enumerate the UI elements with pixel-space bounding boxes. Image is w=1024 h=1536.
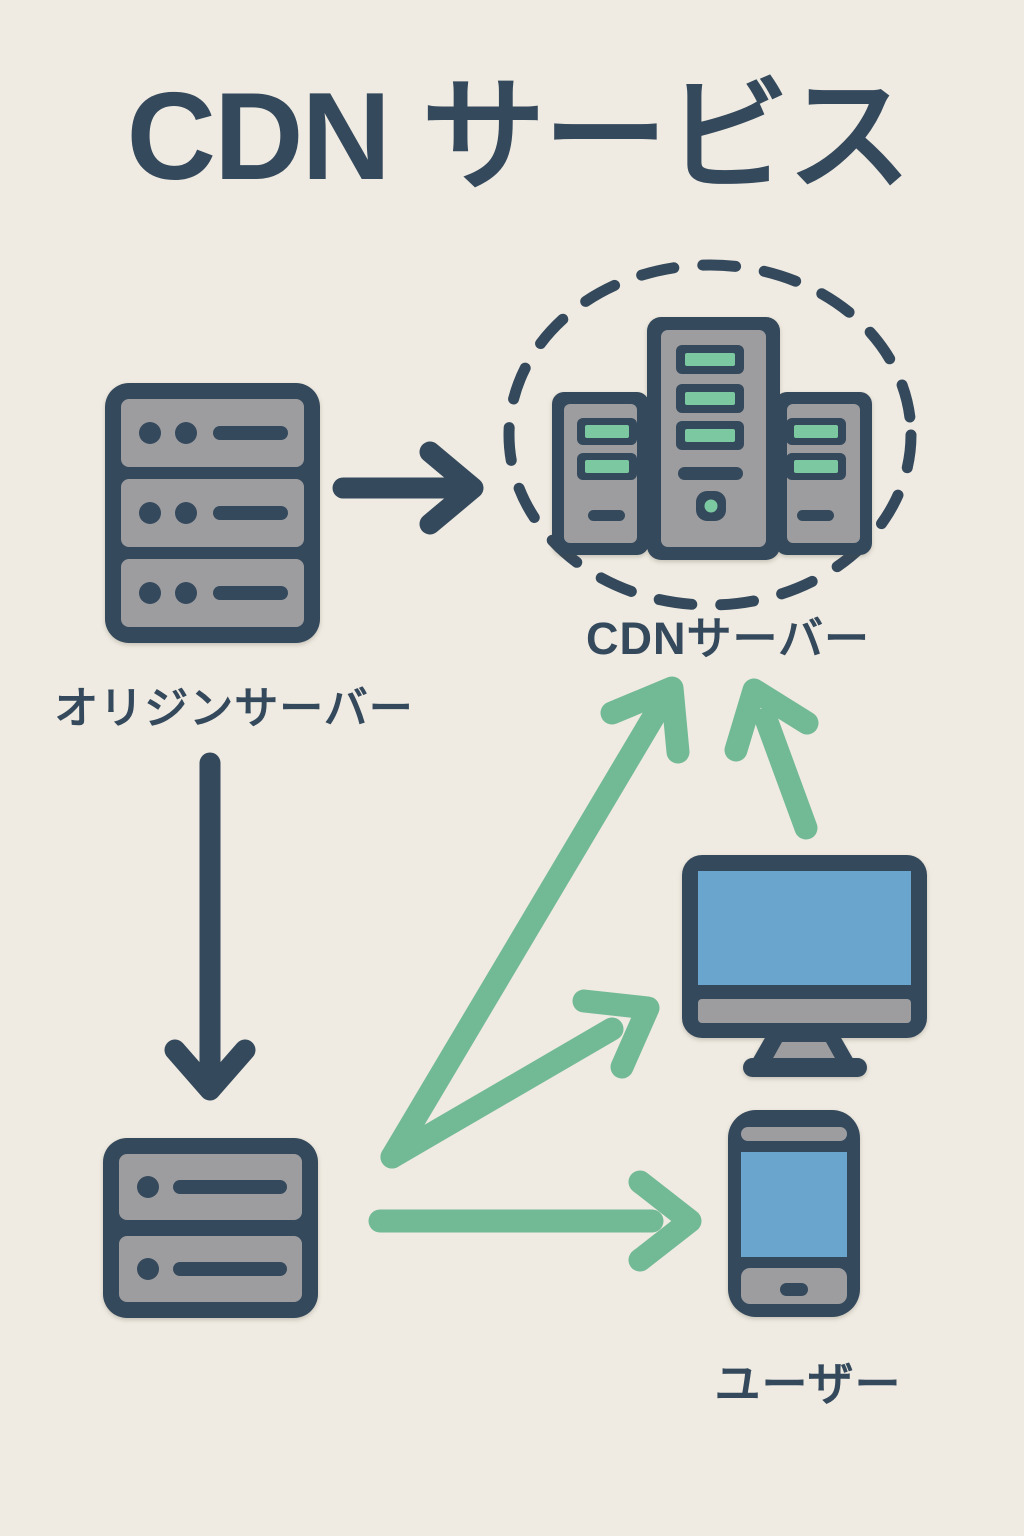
arrow-origin-to-edge — [164, 752, 256, 1101]
diagram-title: CDN サービス — [126, 68, 911, 206]
origin-server-label: オリジンサーバー — [54, 684, 414, 733]
arrow-edge-to-phone — [368, 1170, 702, 1272]
edge-server-icon — [103, 1138, 318, 1318]
arrow-edge-to-desktop — [380, 989, 660, 1169]
cdn-server-cluster-icon — [552, 317, 872, 560]
cdn-server-label: CDNサーバー — [585, 613, 871, 664]
arrow-origin-to-cdn — [332, 441, 484, 535]
smartphone-icon — [728, 1110, 860, 1317]
user-label: ユーザー — [714, 1358, 902, 1410]
origin-server-icon — [105, 383, 320, 643]
arrow-desktop-to-cdn — [724, 678, 819, 840]
desktop-monitor-icon — [682, 855, 927, 1077]
arrow-edge-to-cdn — [380, 676, 690, 1169]
cdn-dashed-circle — [503, 259, 917, 611]
